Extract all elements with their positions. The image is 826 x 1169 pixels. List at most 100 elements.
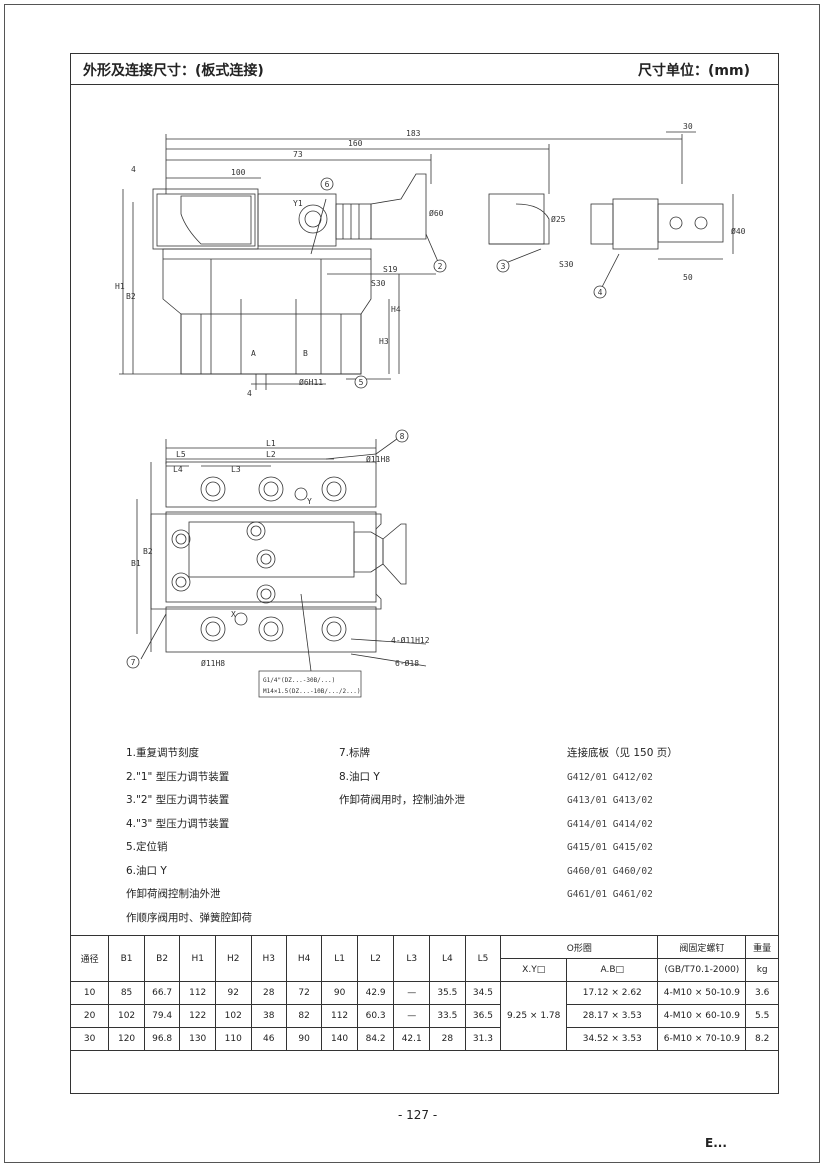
label-d11h8-top: Ø11H8 xyxy=(366,454,390,464)
cell: 84.2 xyxy=(356,1027,395,1051)
note-item: 作卸荷阀控制油外泄 xyxy=(126,888,221,900)
label-h1: H1 xyxy=(115,282,125,291)
note-item: 8.油口 Y xyxy=(339,770,380,783)
cell: 42.1 xyxy=(393,1027,431,1051)
note-item: 1.重复调节刻度 xyxy=(126,747,200,759)
note-item: 7.标牌 xyxy=(339,747,371,759)
cell: 38 xyxy=(250,1004,287,1028)
th-h1: H1 xyxy=(179,935,216,982)
label-l5: L5 xyxy=(176,450,186,459)
page-number: - 127 - xyxy=(398,1108,438,1122)
cell: 122 xyxy=(179,1004,216,1028)
cell: 60.3 xyxy=(356,1004,395,1028)
spec-table: 通径 B1 B2 H1 H2 H3 H4 L1 L2 L3 L4 L5 O形圈 … xyxy=(69,935,779,1051)
th-oring: O形圈 xyxy=(500,935,659,959)
th-b2: B2 xyxy=(143,935,181,982)
cell: 79.4 xyxy=(143,1004,181,1028)
label-d6h11: Ø6H11 xyxy=(299,377,323,387)
label-s19: S19 xyxy=(383,265,398,274)
table-row: 30 120 96.8 130 110 46 90 140 84.2 42.1 … xyxy=(69,1027,779,1051)
cell: 66.7 xyxy=(143,981,181,1005)
note-item: 6.油口 Y xyxy=(126,864,167,877)
cell: 72 xyxy=(285,981,323,1005)
cell: 102 xyxy=(108,1004,145,1028)
th-b1: B1 xyxy=(108,935,145,982)
cell: 82 xyxy=(285,1004,323,1028)
th-weight: 重量 xyxy=(745,935,779,959)
cell: 112 xyxy=(179,981,216,1005)
balloon-6: 6 xyxy=(325,180,330,189)
th-l5: L5 xyxy=(464,935,502,982)
label-l2: L2 xyxy=(266,450,276,459)
note-item: 3."2" 型压力调节装置 xyxy=(126,794,230,806)
cell: 5.5 xyxy=(745,1004,779,1028)
dim-183: 183 xyxy=(406,129,421,138)
table-header-row: 通径 B1 B2 H1 H2 H3 H4 L1 L2 L3 L4 L5 O形圈 … xyxy=(69,935,779,982)
th-h3: H3 xyxy=(250,935,287,982)
th-l1: L1 xyxy=(321,935,358,982)
cell: 112 xyxy=(321,1004,358,1028)
notes-left: 1.重复调节刻度 2."1" 型压力调节装置 3."2" 型压力调节装置 4."… xyxy=(126,742,252,930)
subplate-item: G461/01 G461/02 xyxy=(567,889,653,900)
th-bolt: 阀固定螺钉 xyxy=(657,935,747,959)
subplate-item: G460/01 G460/02 xyxy=(567,865,653,877)
label-d11h8-bottom: Ø11H8 xyxy=(201,658,225,668)
cell: — xyxy=(393,981,431,1005)
cell: 90 xyxy=(285,1027,323,1051)
note-item: 5.定位销 xyxy=(126,841,168,853)
balloon-3: 3 xyxy=(501,262,506,271)
table-subheader-row: X.Y□ A.B□ (GB/T70.1-2000) kg xyxy=(71,958,779,982)
label-d25: Ø25 xyxy=(551,214,566,224)
table-row: 20 102 79.4 122 102 38 82 112 60.3 — 33.… xyxy=(69,1004,779,1028)
cell: 6-M10 × 70-10.9 xyxy=(657,1027,747,1051)
label-d40: Ø40 xyxy=(731,226,746,236)
subplate-item: G413/01 G413/02 xyxy=(567,795,653,806)
cell: 92 xyxy=(214,981,252,1005)
label-b1: B1 xyxy=(131,559,141,568)
label-s30-a: S30 xyxy=(371,279,386,288)
cell: 140 xyxy=(321,1027,358,1051)
th-oring-ab: A.B□ xyxy=(566,958,659,982)
label-50: 50 xyxy=(683,273,693,282)
dim-30: 30 xyxy=(683,122,693,131)
cell: 34.52 × 3.53 xyxy=(566,1027,659,1051)
th-l3: L3 xyxy=(393,935,431,982)
cell: — xyxy=(393,1004,431,1028)
subplate-title: 连接底板（见 150 页） xyxy=(567,747,678,759)
cell: 96.8 xyxy=(143,1027,181,1051)
label-b2-side: B2 xyxy=(126,292,136,301)
cell: 10 xyxy=(69,981,110,1005)
balloon-2: 2 xyxy=(438,262,443,271)
cell: 110 xyxy=(214,1027,252,1051)
dim-160: 160 xyxy=(348,139,363,148)
cell: 36.5 xyxy=(464,1004,502,1028)
balloon-5: 5 xyxy=(359,378,364,387)
label-s30-b: S30 xyxy=(559,260,574,269)
cell: 4-M10 × 50-10.9 xyxy=(657,981,747,1005)
cell: 31.3 xyxy=(464,1027,502,1051)
callout-line-2: M14×1.5(DZ...-10B/.../2...) xyxy=(263,688,361,695)
th-l4: L4 xyxy=(429,935,466,982)
cell: 33.5 xyxy=(429,1004,466,1028)
note-item: 作卸荷阀用时，控制油外泄 xyxy=(339,794,465,806)
cell: 85 xyxy=(108,981,145,1005)
unit-label: 尺寸单位：(mm) xyxy=(638,63,750,79)
th-h2: H2 xyxy=(214,935,252,982)
balloon-7: 7 xyxy=(131,658,136,667)
subplate-list: 连接底板（见 150 页） G412/01 G412/02 G413/01 G4… xyxy=(567,742,678,907)
subplate-item: G415/01 G415/02 xyxy=(567,842,653,853)
label-6-d18: 6-Ø18 xyxy=(395,658,419,668)
label-4-d11h12: 4-Ø11H12 xyxy=(391,635,430,645)
label-l3: L3 xyxy=(231,465,241,474)
label-y1: Y1 xyxy=(293,199,303,208)
label-b2-plan: B2 xyxy=(143,547,153,556)
notes-middle: 7.标牌 8.油口 Y 作卸荷阀用时，控制油外泄 xyxy=(339,742,465,813)
balloon-4: 4 xyxy=(598,288,603,297)
th-h4: H4 xyxy=(285,935,323,982)
cell: 4-M10 × 60-10.9 xyxy=(657,1004,747,1028)
dim-73: 73 xyxy=(293,150,303,159)
label-x: X xyxy=(231,610,236,619)
cell: 120 xyxy=(108,1027,145,1051)
cell: 130 xyxy=(179,1027,216,1051)
subplate-item: G412/01 G412/02 xyxy=(567,771,653,783)
